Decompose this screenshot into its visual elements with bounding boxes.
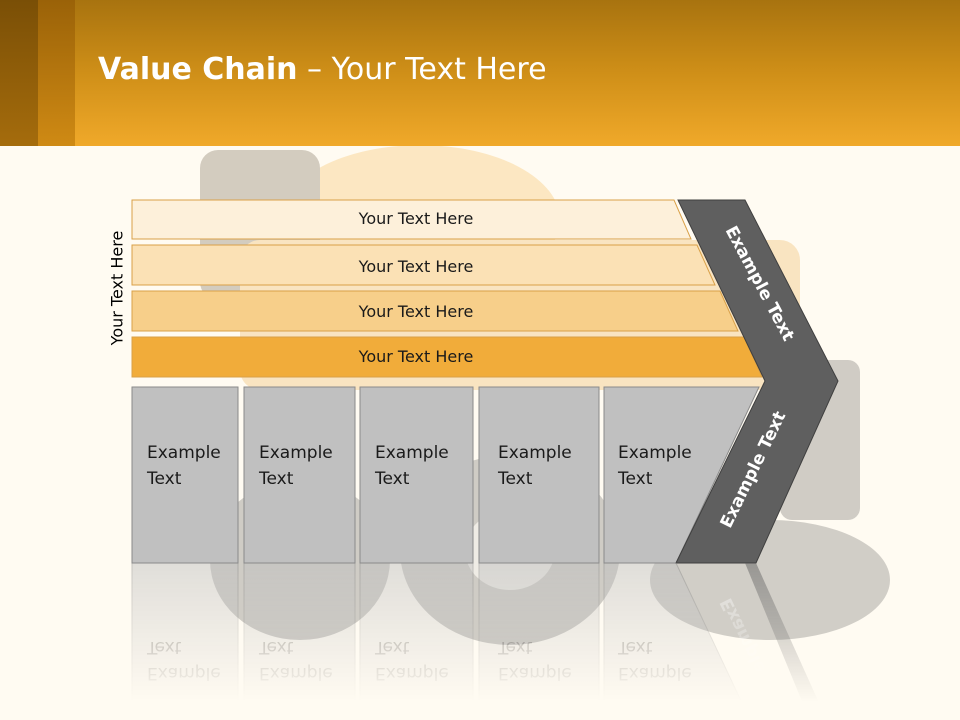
header-accent-mid bbox=[38, 0, 75, 146]
svg-text:Example: Example bbox=[498, 663, 572, 683]
row-3-bar bbox=[131, 290, 739, 332]
row-1-bar bbox=[131, 199, 692, 240]
header-banner bbox=[0, 0, 960, 146]
title-bold: Value Chain bbox=[98, 52, 298, 87]
row-2-text: Your Text Here bbox=[358, 257, 474, 276]
box-2 bbox=[243, 386, 356, 564]
box-2-line2: Text bbox=[258, 469, 294, 489]
svg-text:Example: Example bbox=[618, 663, 692, 683]
svg-text:Example: Example bbox=[375, 663, 449, 683]
box-3-line1: Example bbox=[375, 443, 449, 463]
svg-text:Text: Text bbox=[497, 637, 533, 657]
svg-text:Text: Text bbox=[146, 637, 182, 657]
box-1 bbox=[131, 386, 239, 564]
row-3-text: Your Text Here bbox=[358, 302, 474, 321]
svg-text:Example: Example bbox=[259, 663, 333, 683]
row-4-bar bbox=[131, 336, 763, 378]
svg-text:Example: Example bbox=[147, 663, 221, 683]
box-5-line1: Example bbox=[618, 443, 692, 463]
box-5-line2: Text bbox=[617, 469, 653, 489]
box-3 bbox=[359, 386, 474, 564]
svg-text:Text: Text bbox=[258, 637, 294, 657]
box-1-line1: Example bbox=[147, 443, 221, 463]
row-1-text: Your Text Here bbox=[358, 209, 474, 228]
svg-text:Text: Text bbox=[374, 637, 410, 657]
header-accent-dark bbox=[0, 0, 38, 146]
row-2-bar bbox=[131, 244, 716, 286]
box-4 bbox=[478, 386, 600, 564]
title-rest: – Your Text Here bbox=[297, 52, 547, 87]
diagram-reflection: Example Text Example Text Example Text E… bbox=[131, 562, 827, 720]
box-2-line1: Example bbox=[259, 443, 333, 463]
box-4-line2: Text bbox=[497, 469, 533, 489]
row-4-text: Your Text Here bbox=[358, 347, 474, 366]
box-1-line2: Text bbox=[146, 469, 182, 489]
page-title: Value Chain – Your Text Here bbox=[98, 52, 547, 87]
box-3-line2: Text bbox=[374, 469, 410, 489]
box-4-line1: Example bbox=[498, 443, 572, 463]
svg-text:Text: Text bbox=[617, 637, 653, 657]
